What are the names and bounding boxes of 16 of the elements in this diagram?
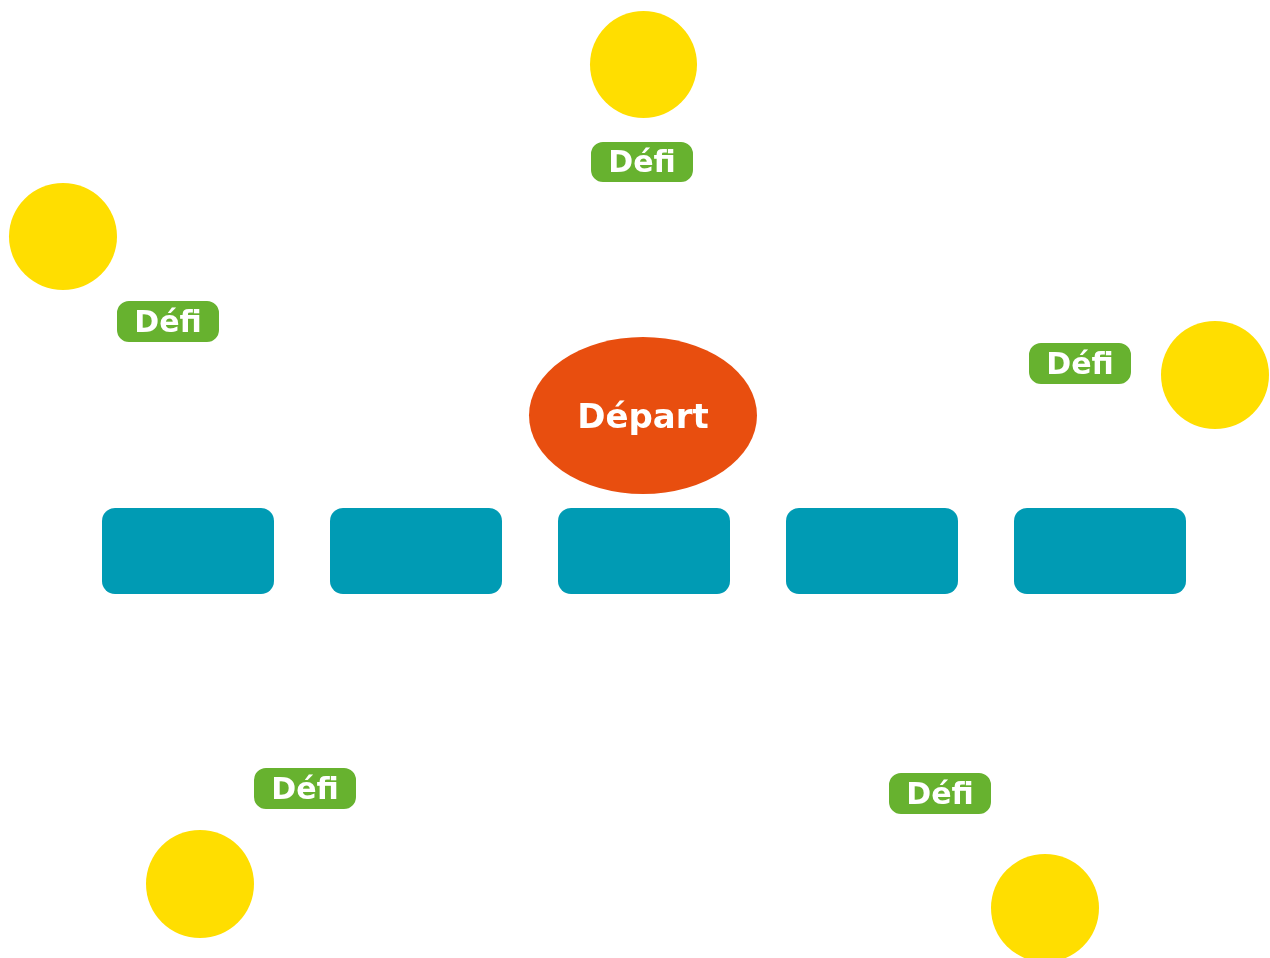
node-label: Défi [1046,348,1114,379]
label-badge [115,299,221,344]
label-badge [589,140,695,184]
label-badge [1027,341,1133,386]
box [1014,508,1186,594]
label-badge [887,771,993,816]
box [558,508,730,594]
box [786,508,958,594]
node-label: Défi [608,147,676,177]
node-label: Défi [271,773,339,804]
node-label: Défi [134,306,202,337]
node-label: Départ [577,398,709,433]
box [102,508,274,594]
box [330,508,502,594]
label-badge [252,766,358,811]
node-label: Défi [906,778,974,809]
